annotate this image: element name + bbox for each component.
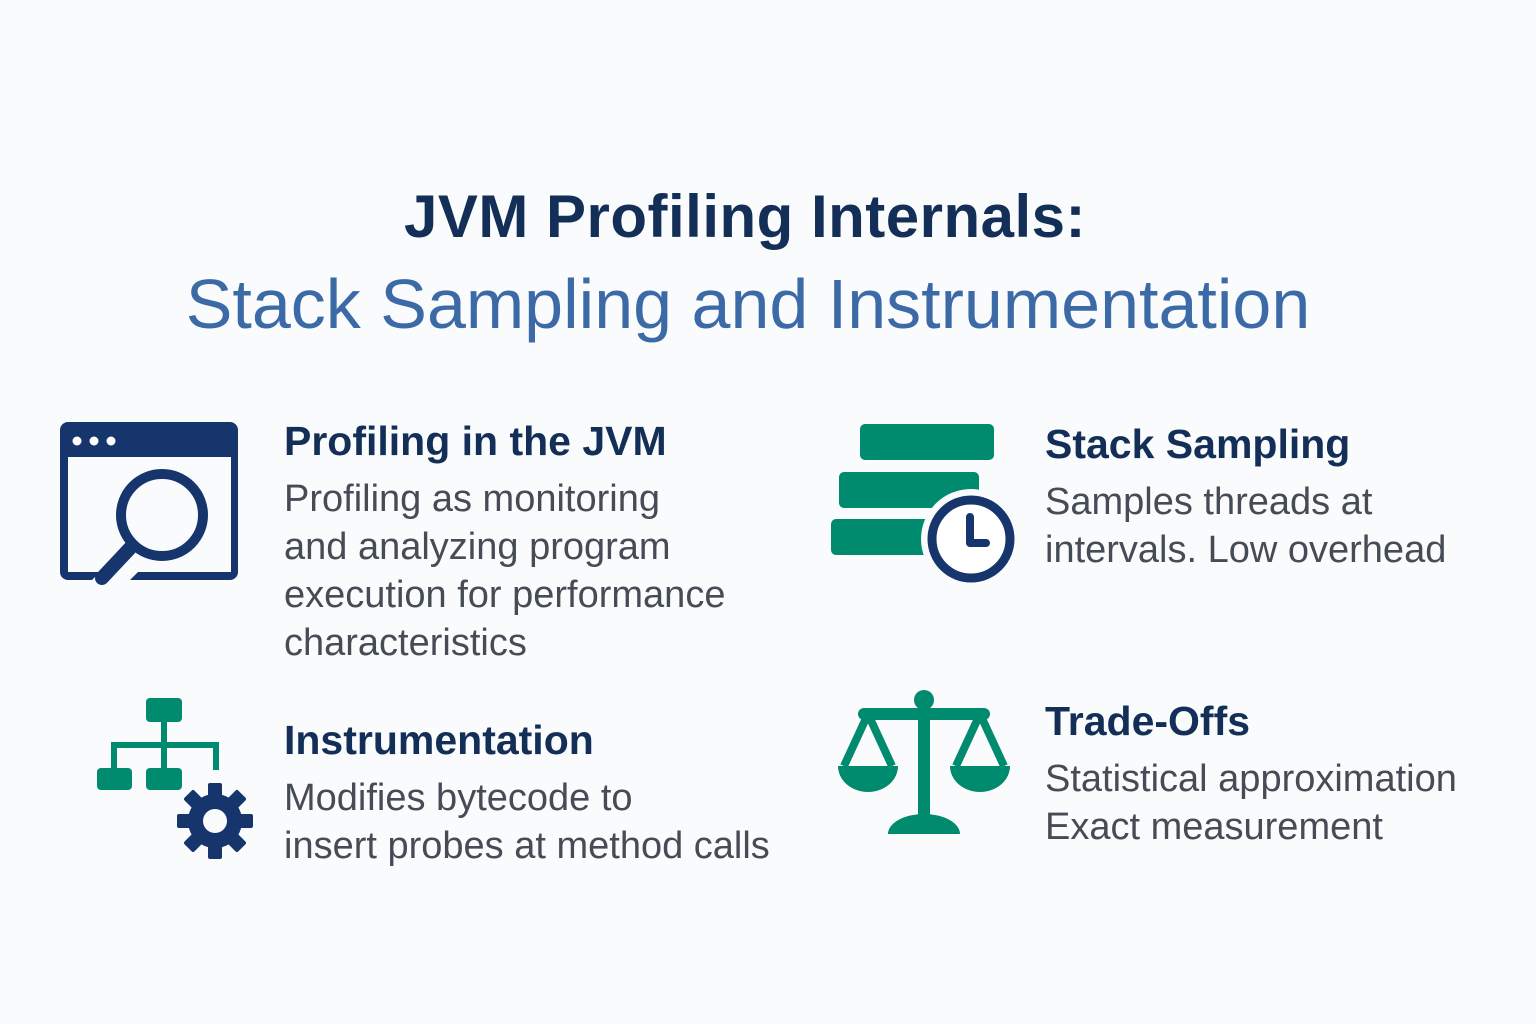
section-heading: Stack Sampling <box>1045 421 1351 467</box>
body-line: Samples threads at <box>1045 481 1373 523</box>
stack-clock-icon <box>831 424 1020 588</box>
body-line: Profiling as monitoring <box>284 478 660 520</box>
section-heading: Instrumentation <box>284 717 594 763</box>
body-line: intervals. Low overhead <box>1045 529 1447 571</box>
hierarchy-gear-icon <box>97 698 253 859</box>
body-line: insert probes at method calls <box>284 825 770 867</box>
body-line: characteristics <box>284 622 527 664</box>
section-heading: Trade-Offs <box>1045 698 1251 744</box>
body-line: Statistical approximation <box>1045 758 1457 800</box>
section-body: Modifies bytecode to insert probes at me… <box>284 774 770 870</box>
body-line: Exact measurement <box>1045 806 1383 848</box>
body-line: execution for performance <box>284 574 726 616</box>
section-instrumentation: Instrumentation Modifies bytecode to ins… <box>284 716 770 870</box>
balance-scale-icon <box>838 690 1010 834</box>
body-line: and analyzing program <box>284 526 671 568</box>
page-subtitle: Stack Sampling and Instrumentation <box>185 265 1311 343</box>
section-stack-sampling: Stack Sampling Samples threads at interv… <box>1045 420 1446 574</box>
section-body: Statistical approximation Exact measurem… <box>1045 755 1457 851</box>
section-heading: Profiling in the JVM <box>284 418 667 464</box>
section-trade-offs: Trade-Offs Statistical approximation Exa… <box>1045 697 1457 851</box>
section-body: Samples threads at intervals. Low overhe… <box>1045 478 1446 574</box>
section-body: Profiling as monitoring and analyzing pr… <box>284 475 725 667</box>
browser-magnifier-icon <box>60 422 238 585</box>
section-profiling-in-jvm: Profiling in the JVM Profiling as monito… <box>284 417 725 667</box>
page-title: JVM Profiling Internals: <box>403 183 1087 250</box>
body-line: Modifies bytecode to <box>284 777 633 819</box>
